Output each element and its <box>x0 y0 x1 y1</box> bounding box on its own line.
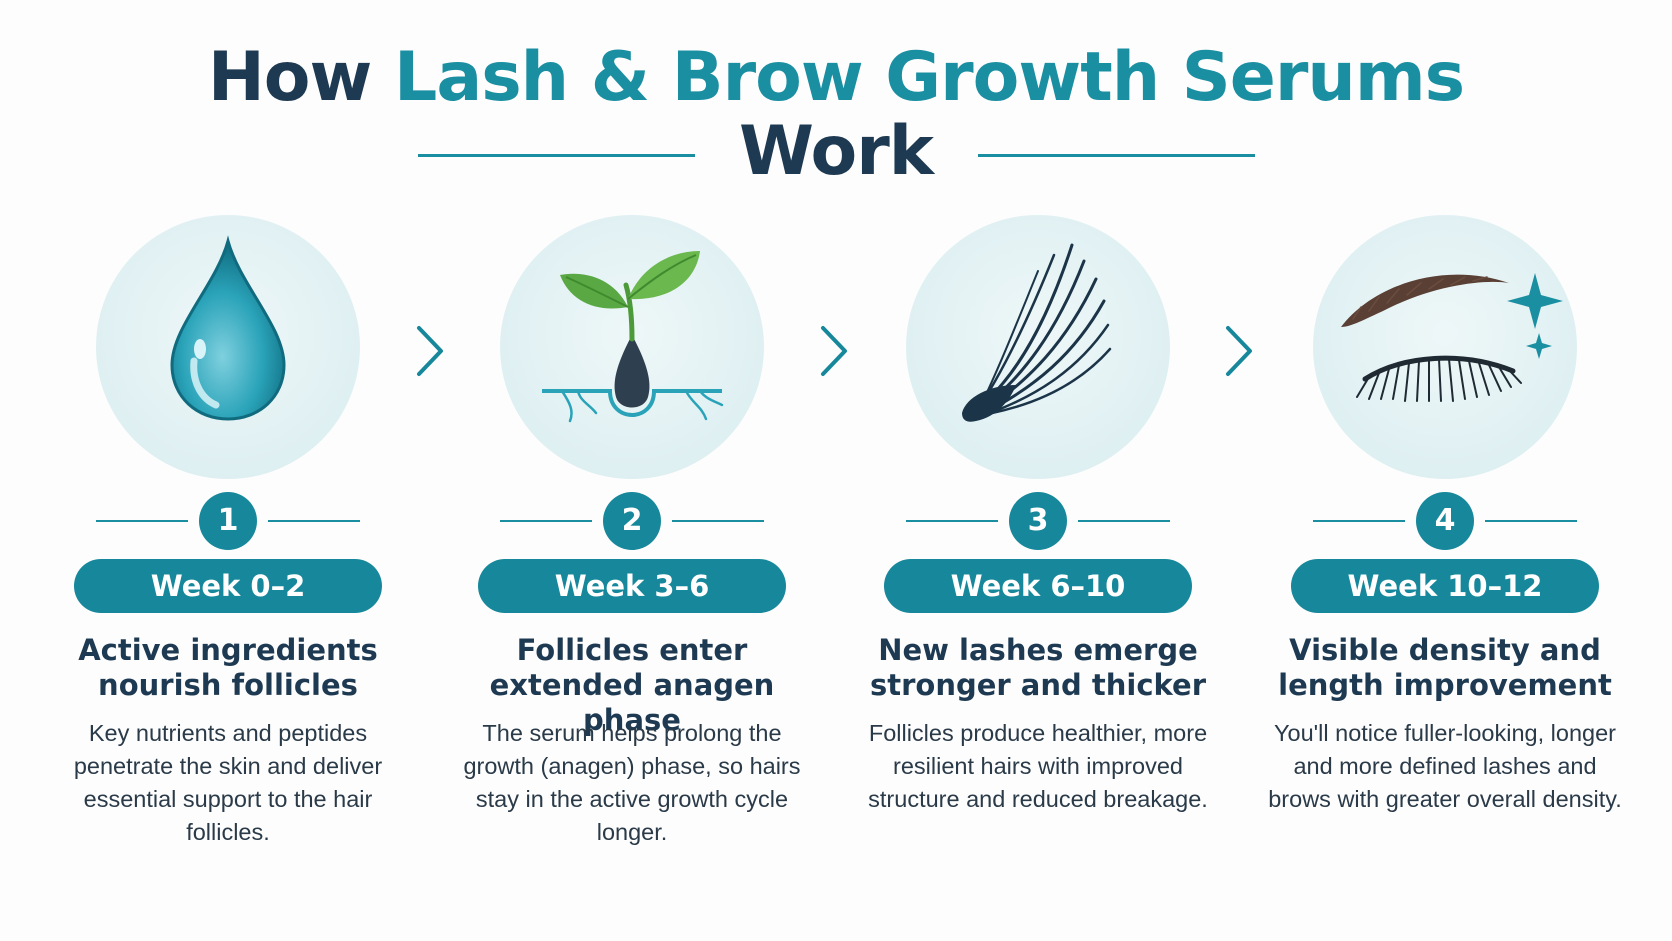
step-1-number-row: 1 <box>48 492 408 550</box>
step-3-body: Follicles produce healthier, more resili… <box>868 720 1208 812</box>
title-line-2: Work <box>738 112 934 191</box>
step-3-week-pill: Week 6–10 <box>884 559 1192 613</box>
connector-line <box>96 520 188 522</box>
water-drop-icon <box>170 235 286 421</box>
connector-line <box>906 520 998 522</box>
step-2-heading: Follicles enter extended anagen phase <box>489 633 775 737</box>
step-4-number-badge: 4 <box>1416 492 1474 550</box>
step-3-icon-circle <box>906 215 1170 479</box>
connector-line <box>1078 520 1170 522</box>
step-1-body: Key nutrients and peptides penetrate the… <box>73 720 383 845</box>
sprouting-follicle-icon <box>542 251 724 423</box>
chevron-right-icon <box>417 326 443 376</box>
step-2-body: The serum helps prolong the growth (anag… <box>463 720 801 845</box>
step-2-number-badge: 2 <box>603 492 661 550</box>
step-2-week-pill: Week 3–6 <box>478 559 786 613</box>
step-4-heading: Visible density and length improvement <box>1278 633 1612 702</box>
eye-brow-sparkle-icon <box>1341 273 1563 402</box>
lash-strands-icon <box>962 243 1112 422</box>
connector-line <box>672 520 764 522</box>
step-4-body: You'll notice fuller-looking, longer and… <box>1268 720 1622 812</box>
step-4-week-pill: Week 10–12 <box>1291 559 1599 613</box>
step-3-number-row: 3 <box>858 492 1218 550</box>
connector-line <box>1485 520 1577 522</box>
step-3-heading: New lashes emerge stronger and thicker <box>869 633 1206 702</box>
step-1-week-pill: Week 0–2 <box>74 559 382 613</box>
step-1-icon-circle <box>96 215 360 479</box>
step-4-icon-circle <box>1313 215 1577 479</box>
connector-line <box>1313 520 1405 522</box>
connector-line <box>268 520 360 522</box>
step-1-number-badge: 1 <box>199 492 257 550</box>
connector-line <box>500 520 592 522</box>
title-accent: Lash & Brow Growth Serums <box>393 38 1465 117</box>
title-rule-right <box>978 154 1255 157</box>
step-2-number-row: 2 <box>452 492 812 550</box>
step-3-number-badge: 3 <box>1009 492 1067 550</box>
title-rule-left <box>418 154 695 157</box>
step-1-heading: Active ingredients nourish follicles <box>78 633 378 702</box>
page-title: How Lash & Brow Growth Serums <box>0 38 1672 118</box>
chevron-right-icon <box>821 326 847 376</box>
title-prefix: How <box>207 38 372 117</box>
step-2-icon-circle <box>500 215 764 479</box>
step-4-number-row: 4 <box>1265 492 1625 550</box>
chevron-right-icon <box>1226 326 1252 376</box>
